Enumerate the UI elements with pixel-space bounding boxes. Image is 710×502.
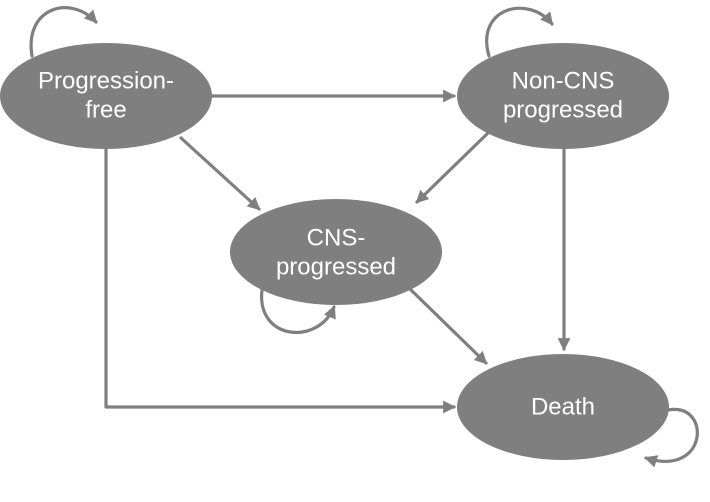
transitions: [29, 6, 699, 468]
edge-cns-self: [260, 288, 336, 334]
state-non-cns-progressed-label-line2: progressed: [503, 96, 623, 123]
state-cns-progressed-shape: [230, 199, 442, 305]
state-death: Death: [457, 354, 669, 460]
state-non-cns-progressed-label-line1: Non-CNS: [512, 67, 615, 94]
edge-non-cns-to-cns: [415, 131, 490, 204]
state-progression-free-shape: [0, 43, 212, 149]
edge-progression-free-to-cns: [179, 136, 261, 211]
state-progression-free-label-line2: free: [85, 96, 126, 123]
edge-death-self: [644, 407, 699, 468]
states: Progression- free Non-CNS progressed CNS…: [0, 43, 669, 460]
edge-progression-free-to-death: [104, 146, 456, 414]
state-cns-progressed-label-line2: progressed: [276, 253, 396, 280]
state-progression-free: Progression- free: [0, 43, 212, 149]
edge-non-cns-self: [485, 6, 554, 58]
state-progression-free-label-line1: Progression-: [38, 67, 174, 94]
edge-cns-to-death: [407, 286, 488, 365]
state-death-shape: [457, 354, 669, 460]
state-cns-progressed-label-line1: CNS-: [307, 224, 366, 251]
state-non-cns-progressed: Non-CNS progressed: [457, 43, 669, 149]
state-cns-progressed: CNS- progressed: [230, 199, 442, 305]
state-non-cns-progressed-shape: [457, 43, 669, 149]
edge-progression-free-self: [29, 6, 98, 58]
state-death-label: Death: [531, 393, 595, 420]
